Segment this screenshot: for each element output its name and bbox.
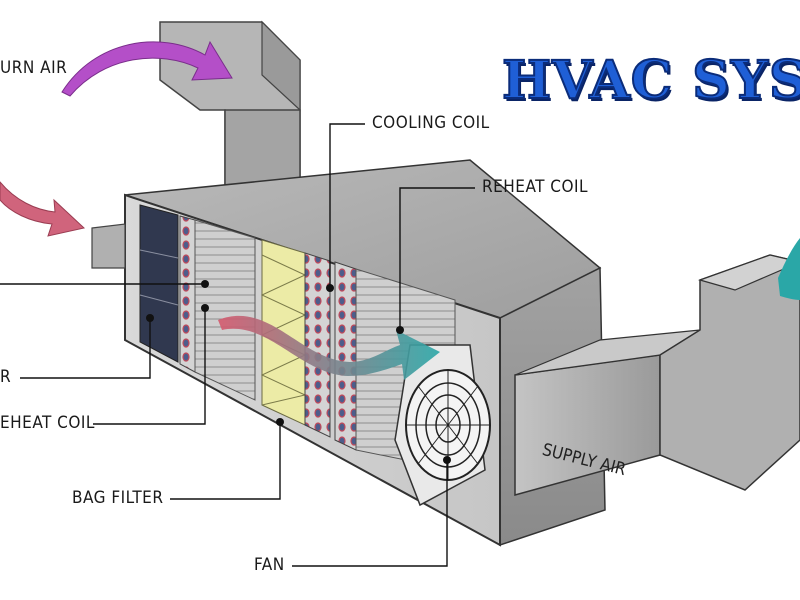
label-cooling-coil: COOLING COIL: [372, 113, 490, 133]
label-fan: FAN: [254, 555, 285, 575]
reheat-coil: [334, 261, 357, 451]
leader-filter: [20, 318, 151, 379]
label-reheat-coil: REHEAT COIL: [482, 177, 589, 197]
leader-preheat-coil: [93, 308, 206, 425]
supply-air-arrow: [778, 238, 800, 300]
leader-fan: [292, 460, 448, 567]
label-filter: R: [0, 367, 12, 387]
diagram-title: HVAC SYS: [501, 49, 800, 112]
outside-air-arrow: [0, 181, 86, 237]
louver-section-1: [194, 219, 256, 401]
label-preheat-coil: EHEAT COIL: [0, 413, 95, 433]
leader-cooling-coil: [329, 123, 365, 288]
fan-icon: [394, 344, 491, 507]
preheat-coil: [179, 215, 196, 373]
supply-air-duct: [514, 254, 800, 496]
airflow-arrow: [218, 315, 440, 380]
label-bag-filter: BAG FILTER: [72, 488, 164, 508]
cooling-coil: [304, 252, 331, 438]
leader-bag-filter: [170, 422, 281, 500]
outside-air-inlet: [91, 223, 126, 269]
leader-reheat-coil: [399, 187, 475, 330]
label-return-air: URN AIR: [0, 58, 68, 78]
return-air-arrow: [61, 40, 233, 97]
